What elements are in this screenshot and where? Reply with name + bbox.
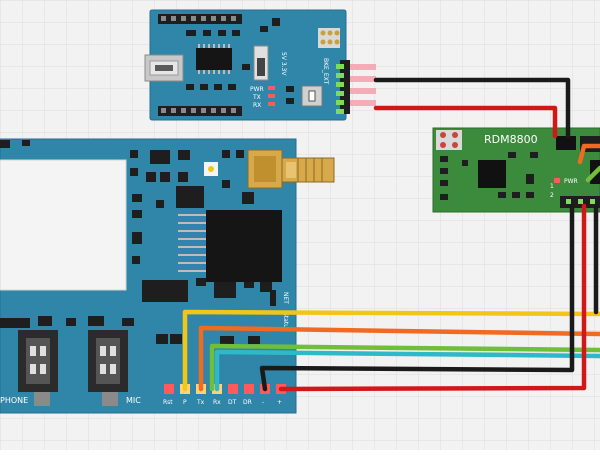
rx-led-label: RX: [253, 102, 261, 109]
header-label: BKE_EXT: [322, 58, 329, 85]
sim-holder: [0, 159, 127, 291]
ftdi-smd-parts: [186, 18, 294, 104]
voltage-switch[interactable]: [253, 45, 269, 81]
gsm-board[interactable]: NET Status PHONE MIC: [0, 138, 335, 414]
pin-label-rx: Rx: [213, 399, 221, 406]
wire-red-bottom[interactable]: [278, 203, 587, 392]
usb-mini-connector-icon: [144, 54, 184, 82]
ftdi-pin-header[interactable]: [336, 60, 350, 114]
mic-jack[interactable]: [88, 330, 128, 406]
net-label: NET: [282, 292, 289, 304]
status-leds: [268, 86, 275, 106]
tx-led-label: TX: [252, 94, 261, 101]
wire-green[interactable]: [209, 343, 600, 392]
mic-label: MIC: [126, 396, 141, 405]
wire-yellow[interactable]: [182, 309, 600, 392]
rdm8800-board[interactable]: RDM8800 PWR 1 2: [432, 127, 600, 213]
wire-black-bottom[interactable]: [259, 203, 575, 392]
wire-green-top[interactable]: [585, 165, 600, 183]
rdm-pin2-label: 2: [550, 192, 554, 199]
rdm-pwr-label: PWR: [564, 178, 578, 185]
voltage-label: 5V 3.3V: [280, 52, 287, 76]
rdm-title: RDM8800: [484, 133, 538, 146]
pin-label-tx: Tx: [196, 399, 205, 406]
phone-label: PHONE: [0, 396, 28, 405]
wire-black-top[interactable]: [373, 77, 571, 139]
ftdi-usb-board[interactable]: 5V 3.3V PWR TX RX BKE_EXT: [144, 9, 376, 121]
wire-cyan[interactable]: [214, 349, 600, 392]
reset-button[interactable]: [301, 85, 323, 107]
status-label: Status: [282, 312, 289, 331]
gsm-smd-parts: [0, 140, 276, 346]
pin-label-plus: +: [277, 399, 282, 406]
wire-red-top[interactable]: [373, 105, 558, 139]
ftdi-chip: [196, 44, 232, 74]
ftdi-connector-shells: [350, 64, 376, 106]
gsm-module-chip: [178, 210, 282, 282]
rdm-chip: [478, 160, 506, 188]
pin-label-rst: Rst: [163, 399, 173, 406]
wire-orange-top[interactable]: [577, 143, 600, 165]
sma-antenna-connector-icon[interactable]: [247, 149, 335, 189]
pin-label-minus: -: [262, 399, 264, 406]
pwr-led-label: PWR: [250, 86, 264, 93]
rdm-header-2x2: [436, 130, 462, 150]
ftdi-icsp-header: [318, 28, 340, 48]
ftdi-bottom-header: [158, 106, 242, 116]
rdm-pwr-led: [554, 178, 560, 183]
wire-orange[interactable]: [198, 325, 600, 392]
audio-jack-icon[interactable]: [18, 330, 58, 406]
pin-label-dr: DR: [243, 399, 252, 406]
pin-label-dt: DT: [228, 399, 237, 406]
rdm-pin1-label: 1: [550, 183, 554, 190]
pin-label-p: P: [183, 399, 187, 406]
ftdi-top-header: [158, 14, 242, 24]
